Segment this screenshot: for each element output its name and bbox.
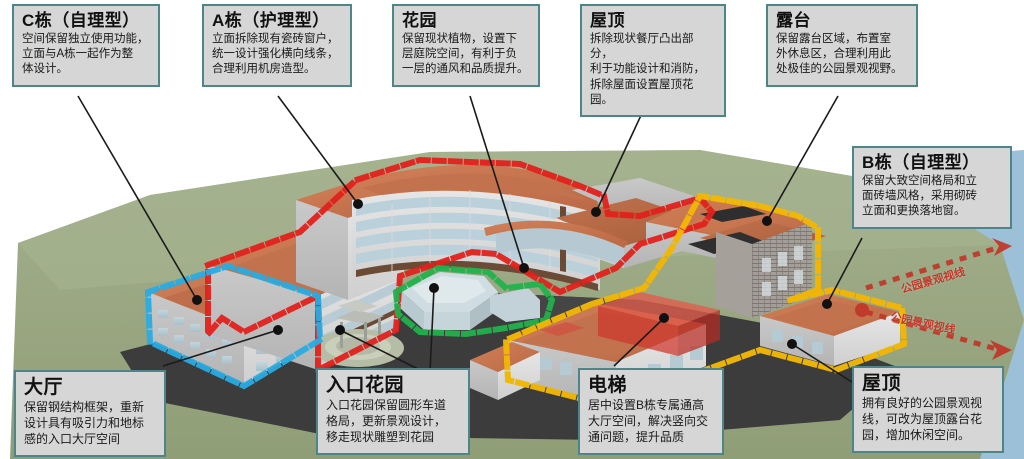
sculpture xyxy=(336,300,384,348)
callout-building-c-title: C栋（自理型） xyxy=(22,11,140,30)
callout-building-a-body: 立面拆除现有瓷砖窗户， 统一设计强化横向线条， 合理利用机房造型。 xyxy=(212,33,339,76)
callout-elevator-body: 居中设置B栋专属通高 大厅空间，解决竖向交 通问题，提升品质 xyxy=(588,398,709,444)
outline-garden xyxy=(392,264,556,338)
callout-roof-top-title: 屋顶 xyxy=(590,11,625,30)
callout-elevator-title: 电梯 xyxy=(588,375,628,396)
elevator-volume xyxy=(598,292,720,356)
callout-elevator[interactable]: 电梯 居中设置B栋专属通高 大厅空间，解决竖向交 通问题，提升品质 xyxy=(578,368,724,455)
callout-garden-title: 花园 xyxy=(402,11,437,30)
callout-terrace-title: 露台 xyxy=(776,11,811,30)
callout-garden-body: 保留现状植物，设置下 层庭院空间，有利于负 一层的通风和品质提升。 xyxy=(402,33,529,76)
callout-roof-bottom[interactable]: 屋顶 拥有良好的公园景观视 线，可改为屋顶露台花 园，增加休闲空间。 xyxy=(852,366,1004,453)
sightline-lower xyxy=(855,303,1012,360)
callout-building-a[interactable]: A栋（护理型） 立面拆除现有瓷砖窗户， 统一设计强化横向线条， 合理利用机房造型… xyxy=(202,4,352,87)
callout-roof-bottom-title: 屋顶 xyxy=(862,373,902,394)
callout-building-b-title: B栋（自理型） xyxy=(862,153,980,172)
callout-roof-bottom-body: 拥有良好的公园景观视 线，可改为屋顶露台花 园，增加休闲空间。 xyxy=(862,396,983,442)
callout-building-b-body: 保留大致空间格局和立 面砖墙风格，采用砌砖 立面和更换落地窗。 xyxy=(862,175,977,218)
sightline-upper xyxy=(865,238,1012,291)
callout-building-b[interactable]: B栋（自理型） 保留大致空间格局和立 面砖墙风格，采用砌砖 立面和更换落地窗。 xyxy=(852,146,1012,229)
callout-entrance-garden-title: 入口花园 xyxy=(326,375,405,396)
callout-building-c[interactable]: C栋（自理型） 空间保留独立使用功能， 立面与A栋一起作为整 体设计。 xyxy=(12,4,160,87)
callout-entrance-garden-body: 入口花园保留圆形车道 格局，更新景观设计， 移走现状雕塑到花园 xyxy=(326,398,447,444)
callout-entrance-garden[interactable]: 入口花园 入口花园保留圆形车道 格局，更新景观设计， 移走现状雕塑到花园 xyxy=(316,368,470,455)
callout-terrace[interactable]: 露台 保留露台区域，布置室 外休息区，合理利用此 处极佳的公园景观视野。 xyxy=(766,4,918,87)
callout-roof-top-body: 拆除现状餐厅凸出部分， 利于功能设计和消防， 拆除屋面设置屋顶花园。 xyxy=(590,33,705,106)
callout-lobby[interactable]: 大厅 保留钢结构框架，重新 设计具有吸引力和地标 感的入口大厅空间 xyxy=(14,370,166,457)
leader-endpoints xyxy=(192,199,832,349)
outline-building-c xyxy=(144,262,324,390)
callout-roof-top[interactable]: 屋顶 拆除现状餐厅凸出部分， 利于功能设计和消防， 拆除屋面设置屋顶花园。 xyxy=(580,4,726,117)
callout-building-a-title: A栋（护理型） xyxy=(212,11,330,30)
callout-terrace-body: 保留露台区域，布置室 外休息区，合理利用此 处极佳的公园景观视野。 xyxy=(776,33,903,76)
garden-volume xyxy=(400,272,540,330)
callout-lobby-title: 大厅 xyxy=(24,377,64,398)
callout-building-c-body: 空间保留独立使用功能， 立面与A栋一起作为整 体设计。 xyxy=(22,33,149,76)
callout-lobby-body: 保留钢结构框架，重新 设计具有吸引力和地标 感的入口大厅空间 xyxy=(24,400,145,446)
callout-garden[interactable]: 花园 保留现状植物，设置下 层庭院空间，有利于负 一层的通风和品质提升。 xyxy=(392,4,540,87)
leader-lines xyxy=(77,95,863,383)
